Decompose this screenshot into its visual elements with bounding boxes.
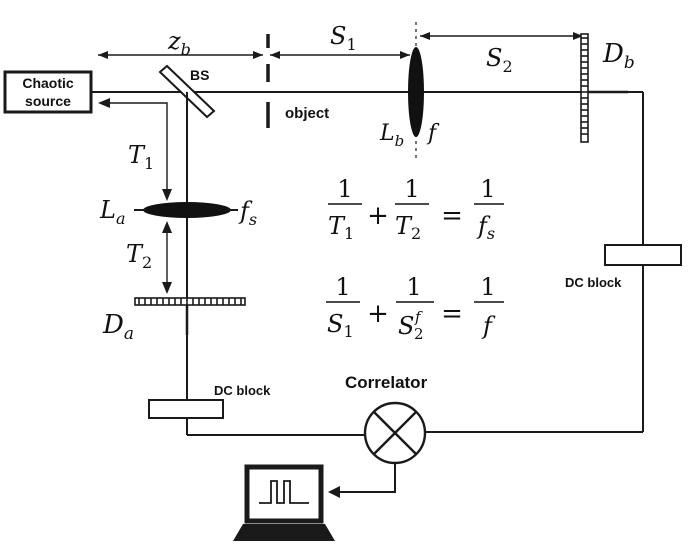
eq1-num-2: 1	[404, 175, 419, 203]
dimension-arrows	[98, 32, 583, 59]
dc-block-right-label: DC block	[565, 275, 622, 290]
laptop-screen-signal	[259, 480, 309, 504]
zb-arrow-right	[253, 51, 263, 59]
s2-label: S2	[486, 44, 513, 76]
chaotic-source-label-line2: source	[25, 93, 71, 109]
eq2-den-2-base: S	[398, 312, 414, 340]
detector-da-label: Da	[102, 310, 134, 344]
eq1-den-3: fs	[476, 212, 495, 243]
t2-arrow-down	[162, 282, 172, 294]
eq2-den-2-sub: 2	[414, 325, 424, 343]
s1-arrow-left	[270, 51, 280, 59]
dc-block-left-label: DC block	[214, 383, 271, 398]
s1-arrow-right	[400, 51, 410, 59]
eq2-plus: +	[367, 299, 389, 329]
lens-la: La fs	[99, 196, 257, 229]
eq1-num-3: 1	[480, 175, 495, 203]
laptop-base	[233, 524, 335, 541]
lens-la-label: La	[99, 196, 125, 228]
eq1-den-2: T2	[395, 212, 421, 243]
detector-da-bar	[134, 297, 246, 306]
eq2-den-3: f	[481, 312, 496, 340]
computer-laptop-icon	[233, 464, 335, 541]
eq2-equals: =	[441, 299, 463, 329]
t1-label: T1	[128, 141, 154, 173]
detector-db-hatching	[581, 37, 588, 135]
beam-splitter-plate	[158, 64, 216, 119]
equation-lens-law-b: 1 S1 + 1 S f 2 = 1 f	[326, 273, 504, 343]
lens-la-focal-label: fs	[238, 197, 257, 229]
beam-splitter-label: BS	[190, 67, 209, 83]
dc-block-left	[148, 399, 224, 419]
eq1-den-1: T1	[328, 212, 354, 243]
zb-arrow-left	[98, 51, 108, 59]
correlator: Correlator	[345, 373, 428, 465]
eq2-num-1: 1	[335, 273, 350, 301]
correlator-output-wire	[335, 463, 396, 493]
s2-arrow-left	[420, 32, 430, 40]
return-arrow-head-down	[162, 189, 172, 201]
lens-la-body	[143, 202, 231, 218]
t2-dimension	[162, 221, 172, 294]
return-arrow	[98, 98, 172, 201]
detector-db: Db	[580, 33, 635, 143]
correlator-label: Correlator	[345, 373, 428, 392]
laptop-screen	[244, 464, 324, 524]
detector-db-label: Db	[602, 39, 635, 73]
return-arrow-head-left	[98, 98, 110, 108]
eq1-plus: +	[367, 201, 389, 231]
return-arrow-path	[103, 102, 168, 195]
lens-lb-label: Lb	[379, 121, 404, 150]
detector-da: Da	[102, 297, 246, 344]
t2-label: T2	[126, 240, 152, 272]
s2-arrow-right	[573, 32, 583, 40]
equation-lens-law-a: 1 T1 + 1 T2 = 1 fs	[328, 175, 504, 243]
s1-label: S1	[330, 22, 357, 54]
eq1-num-1: 1	[337, 175, 352, 203]
eq1-equals: =	[441, 201, 463, 231]
lens-lb-focal-label: f	[426, 121, 440, 146]
detector-da-hatching	[138, 298, 242, 305]
correlator-cross-2	[373, 411, 417, 455]
eq2-num-2: 1	[406, 273, 421, 301]
t2-arrow-up	[162, 221, 172, 233]
object-aperture: object	[266, 34, 329, 128]
chaotic-source-label-line1: Chaotic	[22, 75, 74, 91]
eq2-den-2-sup: f	[414, 308, 423, 326]
object-label: object	[285, 105, 329, 122]
correlator-output-arrow	[328, 486, 340, 498]
eq2-den-1: S1	[327, 310, 354, 341]
dc-block-right	[604, 244, 682, 266]
detector-db-bar	[580, 33, 589, 143]
zb-label: zb	[167, 27, 191, 59]
chaotic-source-box	[3, 70, 93, 114]
lens-lb-body	[408, 47, 424, 137]
chaotic-source: Chaotic source	[3, 70, 93, 114]
eq2-num-3: 1	[480, 273, 495, 301]
beam-splitter: BS	[158, 64, 216, 119]
